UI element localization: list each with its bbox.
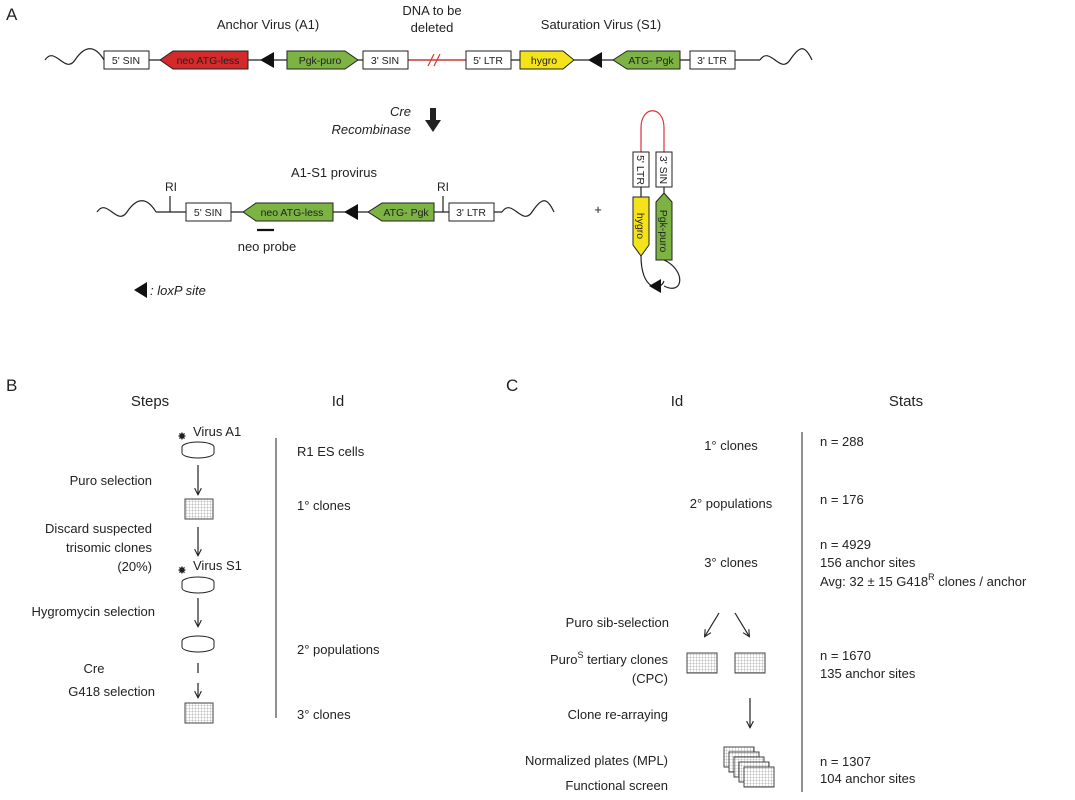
svg-text:Pgk-puro: Pgk-puro <box>299 55 342 67</box>
atg-pgk-shape <box>367 202 435 222</box>
hygro-shape <box>519 50 575 70</box>
excised-circle: 5' LTR 3' SIN hygro Pgk-puro <box>632 110 681 293</box>
loxp-site-icon <box>588 52 602 68</box>
plate-96-icon <box>184 498 214 520</box>
split-arrow-left <box>705 612 720 636</box>
svg-text:5' SIN: 5' SIN <box>194 207 222 219</box>
anchor-virus-label: Anchor Virus (A1) <box>217 17 319 32</box>
dish-2 <box>181 635 215 653</box>
plate-96-icon <box>734 652 766 674</box>
stat-n288: n = 288 <box>820 434 864 449</box>
id-header-b: Id <box>332 393 345 410</box>
stat-anchor135: 135 anchor sites <box>820 666 916 681</box>
panel-a-label: A <box>6 5 18 24</box>
loxp-site-icon <box>649 279 661 293</box>
neo-gene-shape <box>159 50 249 70</box>
panel-c-label: C <box>506 376 518 395</box>
functional-screen: Functional screen <box>565 778 668 793</box>
step-hygro: Hygromycin selection <box>31 604 155 619</box>
panel-b-label: B <box>6 376 17 395</box>
sin-box-5 <box>103 50 150 70</box>
c-secondary: 2° populations <box>690 496 773 511</box>
loxp-legend-label: : loxP site <box>150 283 206 298</box>
stat-n176: n = 176 <box>820 492 864 507</box>
step-discard-3: (20%) <box>117 559 152 574</box>
cpc-label: (CPC) <box>632 671 668 686</box>
saturation-virus-label: Saturation Virus (S1) <box>541 17 661 32</box>
loxp-legend-icon <box>134 282 147 298</box>
svg-text:neo ATG-less: neo ATG-less <box>177 55 240 67</box>
sin-box-3 <box>362 50 409 70</box>
svg-text:3' SIN: 3' SIN <box>657 156 669 184</box>
plate-stack-icon <box>723 746 775 788</box>
svg-text:5' SIN: 5' SIN <box>112 55 140 67</box>
virus-icon: ✸ <box>177 431 186 443</box>
neo-probe-label: neo probe <box>238 239 297 254</box>
split-arrow-right <box>734 612 749 636</box>
stat-anchor156: 156 anchor sites <box>820 555 916 570</box>
stats-header: Stats <box>889 393 923 410</box>
dish-virus-a1: ✸ Virus A1 <box>177 424 241 459</box>
svg-text:ATG- Pgk: ATG- Pgk <box>383 207 429 219</box>
step-discard-1: Discard suspected <box>45 521 152 536</box>
atg-pgk-shape <box>612 50 681 70</box>
plus-sign: + <box>594 202 602 217</box>
steps-header: Steps <box>131 393 169 410</box>
svg-text:Virus A1: Virus A1 <box>193 424 241 439</box>
svg-text:neo ATG-less: neo ATG-less <box>261 207 324 219</box>
stat-n4929: n = 4929 <box>820 537 871 552</box>
stat-n1670: n = 1670 <box>820 648 871 663</box>
svg-text:RI: RI <box>437 180 449 194</box>
normalized-plates: Normalized plates (MPL) <box>525 753 668 768</box>
pgk-puro-shape <box>286 50 359 70</box>
stat-n1307: n = 1307 <box>820 754 871 769</box>
step-puro: Puro selection <box>70 473 152 488</box>
svg-text:5' LTR: 5' LTR <box>473 55 503 67</box>
neo-atg-less-shape <box>242 202 334 222</box>
dna-deleted-label-1: DNA to be <box>402 3 461 18</box>
svg-text:Virus S1: Virus S1 <box>193 558 242 573</box>
svg-text:hygro: hygro <box>531 55 557 67</box>
puro-sib-selection: Puro sib-selection <box>566 615 669 630</box>
svg-text:3' LTR: 3' LTR <box>456 207 486 219</box>
construct-top: 5' SIN neo ATG-less Pgk-puro 3' SIN 5' L… <box>44 48 813 70</box>
loxp-site-icon <box>344 204 358 220</box>
loxp-site-icon <box>260 52 274 68</box>
svg-text:Pgk-puro: Pgk-puro <box>657 210 669 253</box>
cre-label: Cre <box>390 104 411 119</box>
stat-anchor104: 104 anchor sites <box>820 771 916 786</box>
svg-text:ATG- Pgk: ATG- Pgk <box>628 55 674 67</box>
svg-text:3' LTR: 3' LTR <box>697 55 727 67</box>
puro-s-tertiary: PuroS tertiary clones <box>550 650 669 667</box>
virus-icon: ✸ <box>177 565 186 577</box>
svg-text:3' SIN: 3' SIN <box>371 55 399 67</box>
svg-text:hygro: hygro <box>634 213 646 239</box>
provirus-label: A1-S1 provirus <box>291 165 377 180</box>
clone-rearraying: Clone re-arraying <box>568 707 668 722</box>
recombinase-label: Recombinase <box>332 122 412 137</box>
step-g418: G418 selection <box>68 684 155 699</box>
dna-deleted-label-2: deleted <box>411 20 454 35</box>
stat-avg: Avg: 32 ± 15 G418R clones / anchor <box>820 572 1027 589</box>
plate-96-icon <box>686 652 718 674</box>
ltr-box-3 <box>689 50 736 70</box>
construct-provirus: RI RI 5' SIN neo ATG-less ATG- Pgk 3' LT… <box>96 180 555 232</box>
id-header-c: Id <box>671 393 684 410</box>
step-cre: Cre <box>84 661 105 676</box>
id-tertiary: 3° clones <box>297 707 351 722</box>
id-primary: 1° clones <box>297 498 351 513</box>
dish-virus-s1: ✸ Virus S1 <box>177 558 242 594</box>
c-primary: 1° clones <box>704 438 758 453</box>
step-discard-2: trisomic clones <box>66 540 152 555</box>
cre-arrow-icon <box>425 108 441 132</box>
ltr-box-5 <box>465 50 512 70</box>
plate-96-icon <box>184 702 214 724</box>
svg-text:RI: RI <box>165 180 177 194</box>
id-secondary: 2° populations <box>297 642 380 657</box>
id-r1: R1 ES cells <box>297 444 365 459</box>
svg-text:5' LTR: 5' LTR <box>634 155 646 185</box>
c-tertiary: 3° clones <box>704 555 758 570</box>
